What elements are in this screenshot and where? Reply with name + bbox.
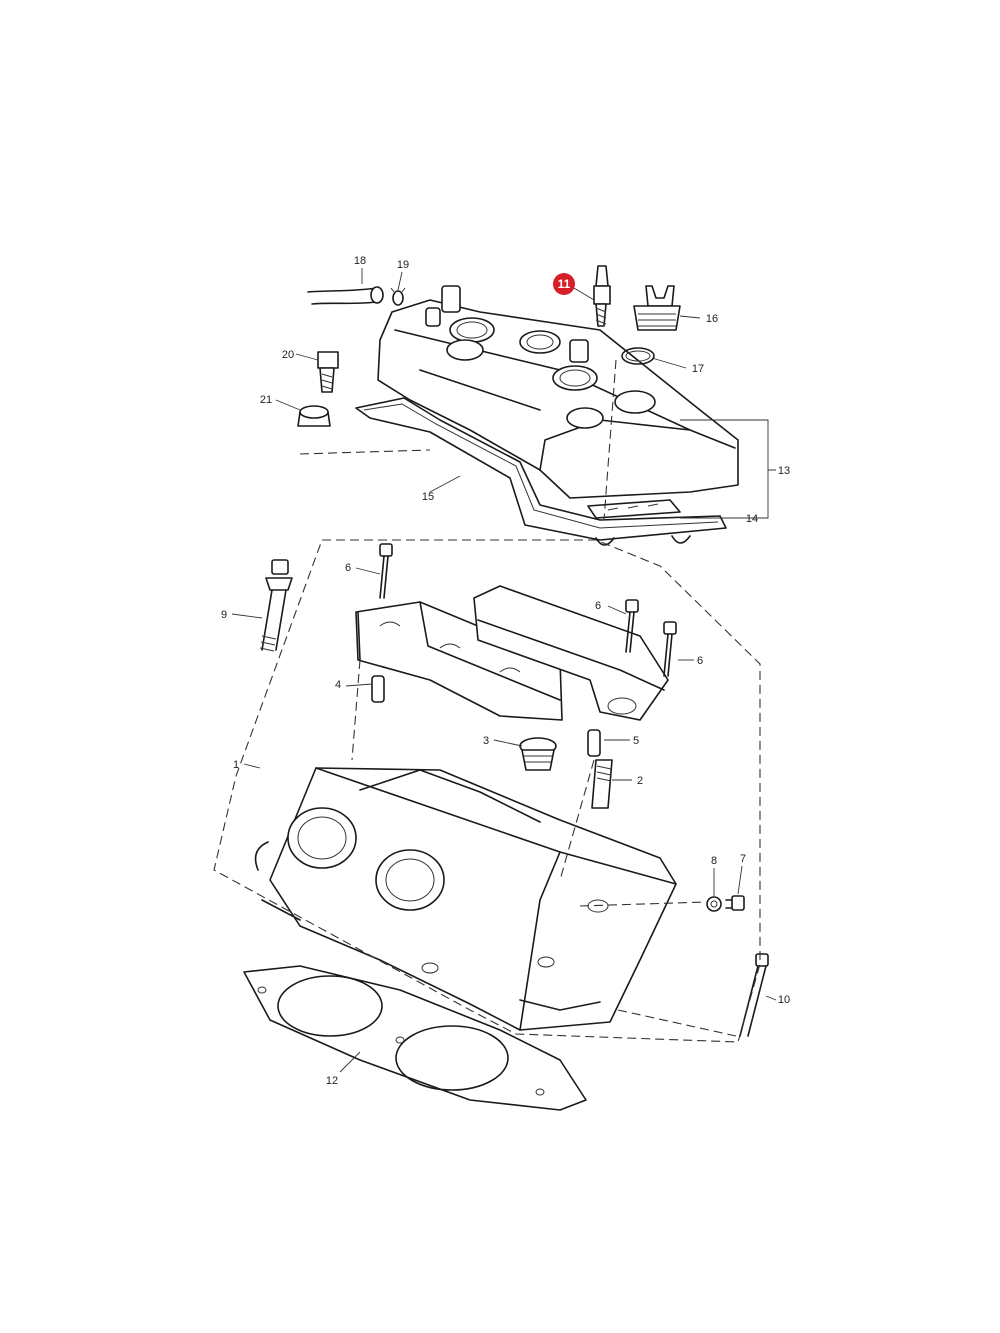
- callout-2: 2: [637, 775, 643, 787]
- highlight-marker: [553, 273, 575, 295]
- callout-13: 13: [778, 465, 790, 477]
- callout-10: 10: [778, 994, 790, 1006]
- cam-cap-bolt-1: [379, 543, 393, 599]
- breather-pipe: [591, 759, 613, 809]
- o-ring: [621, 347, 655, 365]
- callout-6-top: 6: [345, 562, 351, 574]
- grommet: [297, 405, 331, 427]
- callout-14: 14: [746, 513, 758, 525]
- long-bolt: [739, 953, 769, 1037]
- union-bolt: [725, 895, 745, 911]
- callout-11: 11: [558, 277, 571, 291]
- stud-bolt: [259, 559, 293, 652]
- callout-6-mid: 6: [595, 600, 601, 612]
- callout-18: 18: [354, 255, 366, 267]
- callout-9: 9: [221, 609, 227, 621]
- callout-8: 8: [711, 855, 717, 867]
- dowel-pin-rear: [587, 729, 601, 757]
- callout-12: 12: [326, 1075, 338, 1087]
- cylinder-head-gasket: [243, 965, 587, 1111]
- assembly-outline: [213, 359, 761, 1043]
- callout-7: 7: [740, 853, 746, 865]
- hose-clip: [390, 287, 406, 306]
- cylinder-head-cover: [377, 285, 739, 499]
- cover-bolt: [317, 351, 339, 393]
- spark-plug: [593, 265, 611, 327]
- oil-filler-cap: [633, 285, 681, 331]
- head-cover-gasket: [355, 397, 727, 546]
- camshaft-cap: [355, 601, 563, 721]
- callout-17: 17: [692, 363, 704, 375]
- plug: [519, 737, 557, 771]
- plug-hole-gasket: [587, 499, 681, 519]
- leader-lines: [231, 268, 777, 1073]
- dowel-pin-front: [371, 675, 385, 703]
- callout-labels: 18 19 11 16 17 20 21 13 15 14 6 9 6 6 4 …: [221, 255, 790, 1087]
- cam-cap-bolt-3: [663, 621, 677, 677]
- callout-15: 15: [422, 491, 434, 503]
- cam-cap-bolt-2: [625, 599, 639, 653]
- callout-3: 3: [483, 735, 489, 747]
- callout-19: 19: [397, 259, 409, 271]
- callout-5: 5: [633, 735, 639, 747]
- callout-4: 4: [335, 679, 341, 691]
- callout-16: 16: [706, 313, 718, 325]
- washer: [706, 896, 722, 912]
- camshaft-cap-rear: [473, 585, 669, 721]
- callout-1: 1: [233, 759, 239, 771]
- callout-21: 21: [260, 394, 272, 406]
- breather-hose: [307, 286, 384, 305]
- callout-6-right: 6: [697, 655, 703, 667]
- cylinder-head: [254, 767, 677, 1031]
- callout-20: 20: [282, 349, 294, 361]
